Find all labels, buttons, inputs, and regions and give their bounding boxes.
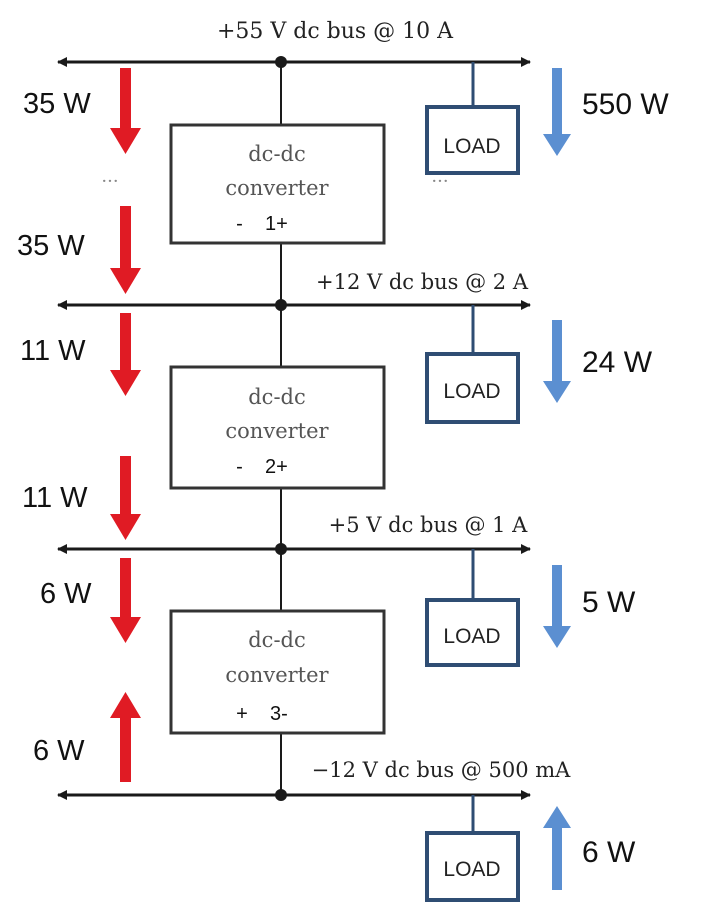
- load-1-label: LOAD: [443, 135, 500, 158]
- bus-neg12v-label: −12 V dc bus @ 500 mA: [312, 758, 571, 782]
- converter-1: dc-dc converter - 1+: [169, 123, 386, 245]
- load-4-arrow-up-icon: [543, 806, 571, 890]
- flow-power-labels: 35 W 35 W 11 W 11 W 6 W 6 W: [17, 88, 92, 767]
- converter-3: dc-dc converter + 3-: [169, 609, 386, 735]
- load-1-box: [425, 105, 520, 175]
- load-3-label: LOAD: [443, 625, 500, 648]
- converter-1-line2: converter: [225, 176, 329, 200]
- load-2-box: [425, 352, 520, 424]
- load-3-box: [425, 598, 520, 667]
- bus-5v-label: +5 V dc bus @ 1 A: [329, 513, 528, 537]
- converter-2: dc-dc converter - 2+: [169, 365, 386, 490]
- converter-3-box: [169, 609, 386, 735]
- bus-neg12v: −12 V dc bus @ 500 mA: [57, 758, 571, 801]
- flow-5-arrow-down-icon: [110, 558, 141, 643]
- load-4-label: LOAD: [443, 858, 500, 881]
- load-2-arrow-down-icon: [543, 320, 571, 403]
- converter-3-line2: converter: [225, 663, 329, 687]
- bus-55v: +55 V dc bus @ 10 A: [57, 19, 531, 68]
- flow-3-label: 11 W: [20, 335, 86, 367]
- flow-arrows: [110, 68, 141, 782]
- converter-3-terminals: + 3-: [236, 703, 288, 725]
- load-arrows: [543, 68, 571, 890]
- bus-55v-label: +55 V dc bus @ 10 A: [217, 19, 454, 44]
- flow-6-arrow-up-icon: [110, 692, 141, 782]
- converter-2-line2: converter: [225, 419, 329, 443]
- load-4-box: [425, 831, 520, 902]
- load-2-power: 24 W: [582, 346, 653, 379]
- load-1: LOAD: [425, 62, 520, 175]
- flow-4-label: 11 W: [22, 482, 88, 514]
- load-4-power: 6 W: [582, 836, 636, 869]
- flow-3-arrow-down-icon: [110, 313, 141, 396]
- load-4: LOAD: [425, 795, 520, 902]
- converter-2-line1: dc-dc: [248, 385, 306, 409]
- ellipsis-left: ···: [101, 171, 118, 192]
- converter-2-box: [169, 365, 386, 490]
- flow-2-label: 35 W: [17, 230, 85, 262]
- converter-2-terminals: - 2+: [236, 456, 288, 478]
- load-power-labels: 550 W 24 W 5 W 6 W: [582, 88, 669, 869]
- converter-1-terminals: - 1+: [236, 213, 288, 235]
- bus-5v: +5 V dc bus @ 1 A: [57, 513, 531, 555]
- load-3-arrow-down-icon: [543, 565, 571, 648]
- ellipsis-right: ···: [431, 171, 448, 192]
- flow-1-arrow-down-icon: [110, 68, 141, 154]
- flow-6-label: 6 W: [33, 735, 85, 767]
- load-2-label: LOAD: [443, 380, 500, 403]
- bus-12v-label: +12 V dc bus @ 2 A: [316, 270, 529, 294]
- bus-12v: +12 V dc bus @ 2 A: [57, 270, 531, 311]
- load-1-power: 550 W: [582, 88, 669, 121]
- flow-4-arrow-down-icon: [110, 456, 141, 540]
- load-3-power: 5 W: [582, 586, 636, 619]
- load-1-arrow-down-icon: [543, 68, 571, 156]
- flow-1-label: 35 W: [23, 88, 91, 120]
- converter-1-box: [169, 123, 386, 245]
- flow-5-label: 6 W: [40, 578, 92, 610]
- converter-3-line1: dc-dc: [248, 628, 306, 652]
- load-3: LOAD: [425, 549, 520, 667]
- converter-1-line1: dc-dc: [248, 142, 306, 166]
- flow-2-arrow-down-icon: [110, 206, 141, 294]
- load-2: LOAD: [425, 305, 520, 424]
